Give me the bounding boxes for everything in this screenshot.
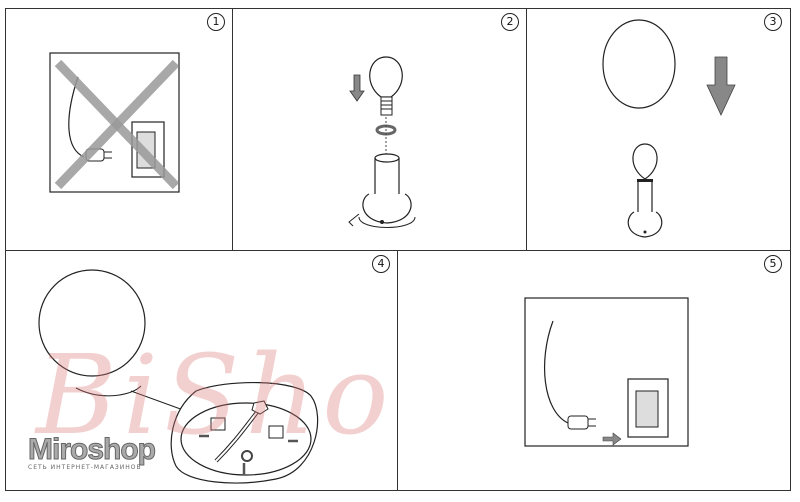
step-4-panel: 4 BiShop — [5, 250, 465, 491]
right-arrow-icon — [602, 432, 622, 446]
step-5-panel: 5 — [397, 250, 791, 491]
watermark: BiShop — [36, 331, 471, 459]
unplugged-warning-illustration — [49, 52, 180, 193]
plug-in-illustration — [524, 297, 689, 447]
step-1-panel: 1 — [5, 8, 234, 251]
bulb-install-illustration — [348, 56, 416, 228]
step-number: 4 — [372, 255, 390, 273]
cross-icon — [54, 59, 180, 190]
step-number: 1 — [207, 13, 225, 31]
socket-detail-illustration — [38, 269, 319, 484]
miroshop-tagline: СЕТЬ ИНТЕРНЕТ-МАГАЗИНОВ — [28, 464, 142, 471]
down-arrow-icon — [349, 74, 365, 102]
shade-install-illustration — [602, 19, 736, 238]
step-number: 3 — [764, 13, 782, 31]
step-number: 2 — [501, 13, 519, 31]
miroshop-logo: Miroshop — [28, 433, 157, 467]
step-number: 5 — [764, 255, 782, 273]
step-2-panel: 2 — [232, 8, 528, 251]
down-arrow-icon — [706, 56, 736, 116]
step-3-panel: 3 — [526, 8, 791, 251]
